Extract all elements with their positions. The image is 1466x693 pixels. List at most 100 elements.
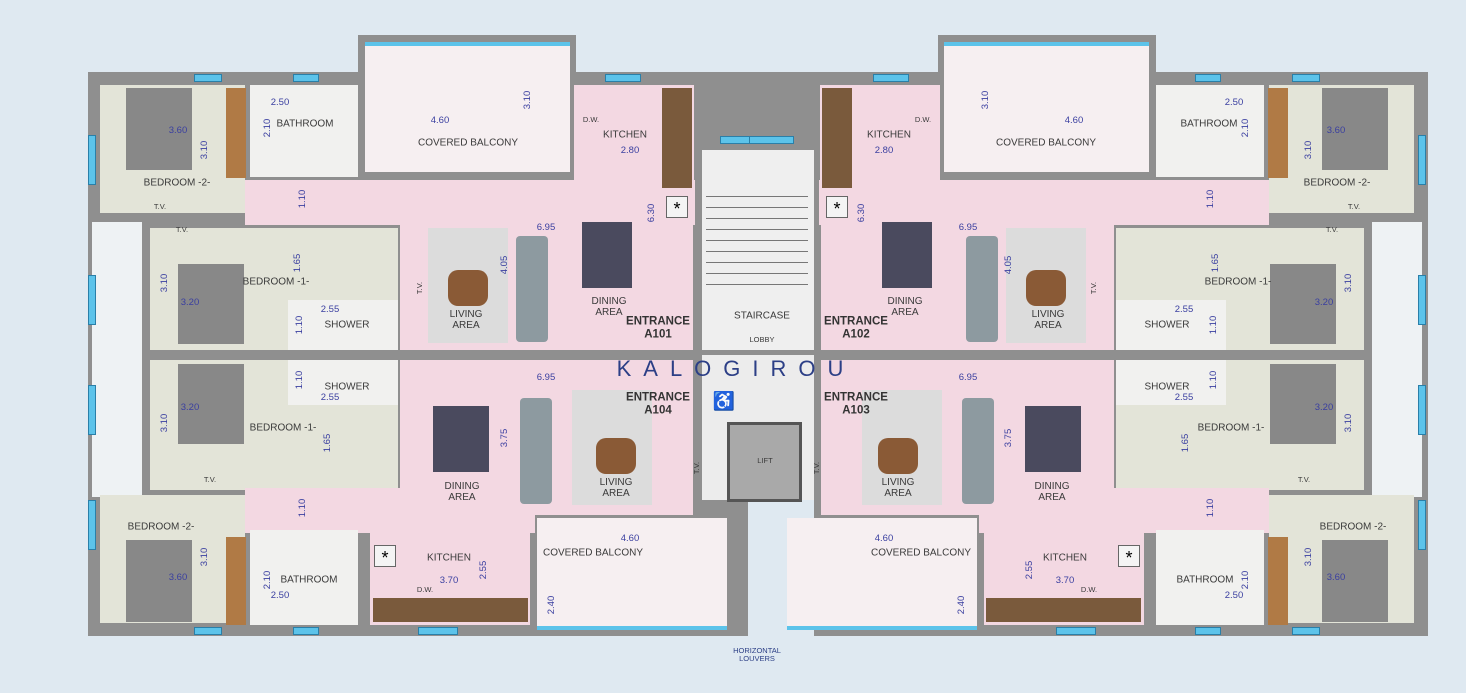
horizontal-louvers-label: HORIZONTAL LOUVERS: [733, 645, 781, 663]
balcony-label: COVERED BALCONY: [417, 137, 519, 149]
kitchen-counter-b-left: [373, 598, 528, 622]
bed2-h-label: 3.10: [1302, 547, 1314, 567]
balcony-label: COVERED BALCONY: [542, 547, 644, 559]
bed1-w-label: 3.20: [180, 401, 200, 413]
bedroom1-label: BEDROOM -1-: [1197, 422, 1265, 434]
bathroom-label: BATHROOM: [1176, 574, 1234, 586]
bathroom-top-left: [250, 85, 358, 177]
covered-balcony-top-right: [944, 42, 1149, 172]
bed1-h-label: 3.10: [1342, 413, 1354, 433]
stair-tread: [706, 251, 808, 252]
bed2-tv-label: T.V.: [1347, 201, 1361, 211]
dw-label: D.W.: [914, 114, 932, 124]
dining-table-bottom-right: [1025, 406, 1081, 472]
len-label: 6.95: [536, 221, 556, 233]
bathroom-label: BATHROOM: [276, 118, 334, 130]
wardrobe-b-left: [226, 537, 246, 625]
bed2-h-label: 3.10: [198, 140, 210, 160]
kitchen-counter-right: [822, 88, 852, 188]
sh-h-label: 1.10: [293, 370, 305, 390]
kitchen-counter-left: [662, 88, 692, 188]
sofa-top-right: [966, 236, 998, 342]
kit-w-label: 3.70: [439, 574, 459, 586]
bathroom-top-right: [1156, 85, 1264, 177]
bath-h-label: 2.10: [261, 118, 273, 138]
balc-h-label: 3.10: [979, 90, 991, 110]
dining-table-top-right: [882, 222, 932, 288]
covered-balcony-top-left: [365, 42, 570, 172]
len-label: 6.95: [536, 371, 556, 383]
bathroom-label: BATHROOM: [280, 574, 338, 586]
window-right: [1195, 627, 1221, 635]
dining-label: DINING AREA: [1034, 481, 1070, 503]
living-tv-label: T.V.: [811, 461, 821, 475]
covered-balcony-bottom-left: [537, 518, 727, 630]
bed-1-bottom-left: [178, 364, 244, 444]
coffee-table-bottom-right: [878, 438, 918, 474]
kitchen-label: KITCHEN: [603, 129, 647, 141]
kitchen-counter-b-right: [986, 598, 1141, 622]
shower-top-left: [288, 300, 398, 350]
window-right: [1056, 627, 1096, 635]
window-left: [605, 74, 641, 82]
coffee-table-top-right: [1026, 270, 1066, 306]
corr-label: 1.10: [1204, 189, 1216, 209]
window-right: [1292, 74, 1320, 82]
depth-label: 4.05: [498, 255, 510, 275]
hallway-top-right: [819, 180, 1269, 225]
bed-1-top-left: [178, 264, 244, 344]
bed1-h-label: 3.10: [158, 413, 170, 433]
bed1-h-label: 3.10: [1342, 273, 1354, 293]
shower-top-right: [1116, 300, 1226, 350]
bed-1-bottom-right: [1270, 364, 1336, 444]
bed1-w-label: 3.20: [180, 296, 200, 308]
living-tv-label: T.V.: [414, 281, 424, 295]
stair-tread: [706, 262, 808, 263]
bathroom-bottom-right: [1156, 530, 1264, 625]
bed-2-top-right: [1322, 88, 1388, 170]
living-label: LIVING AREA: [449, 309, 483, 331]
balc-w-label: 4.60: [620, 532, 640, 544]
bed1-tv-label: T.V.: [175, 224, 189, 234]
bed1-w-label: 3.20: [1314, 296, 1334, 308]
wardrobe-left: [226, 88, 246, 178]
window-left: [88, 500, 96, 550]
wardrobe-right: [1268, 88, 1288, 178]
shower-label: SHOWER: [324, 319, 370, 331]
depth-label: 3.75: [1002, 428, 1014, 448]
stair-tread: [706, 273, 808, 274]
sofa-top-left: [516, 236, 548, 342]
balc-h-label: 2.40: [955, 595, 967, 615]
living-tv-label: T.V.: [691, 461, 701, 475]
sofa-bottom-left: [520, 398, 552, 504]
depth-label: 3.75: [498, 428, 510, 448]
hallway-top-left: [245, 180, 695, 225]
sh-w-label: 2.55: [1174, 391, 1194, 403]
stair-tread: [706, 229, 808, 230]
bath-w-label: 2.50: [1224, 96, 1244, 108]
kitchen-label: KITCHEN: [867, 129, 911, 141]
bed2-w-label: 3.60: [168, 124, 188, 136]
shower-label: SHOWER: [1144, 381, 1190, 393]
window-right: [1195, 74, 1221, 82]
bed2-h-label: 3.10: [1302, 140, 1314, 160]
bed-1-top-right: [1270, 264, 1336, 344]
shower-bottom-right: [1116, 360, 1226, 405]
window-right: [1292, 627, 1320, 635]
balc-w-label: 4.60: [430, 114, 450, 126]
stair-tread: [706, 284, 808, 285]
kit-h-label: 6.30: [645, 203, 657, 223]
bedroom1-label: BEDROOM -1-: [1204, 276, 1272, 288]
stair-tread: [706, 207, 808, 208]
bed2-w-label: 3.60: [168, 571, 188, 583]
bedroom1-label: BEDROOM -1-: [249, 422, 317, 434]
dw-label: D.W.: [582, 114, 600, 124]
bathroom-label: BATHROOM: [1180, 118, 1238, 130]
shaft-box: *: [1118, 545, 1140, 568]
sofa-bottom-right: [962, 398, 994, 504]
kit-w-label: 2.80: [874, 144, 894, 156]
bed-2-bottom-right: [1322, 540, 1388, 622]
bath-h-label: 2.10: [1239, 118, 1251, 138]
shaft-box: *: [666, 196, 688, 219]
sh-h-label: 1.10: [1207, 370, 1219, 390]
